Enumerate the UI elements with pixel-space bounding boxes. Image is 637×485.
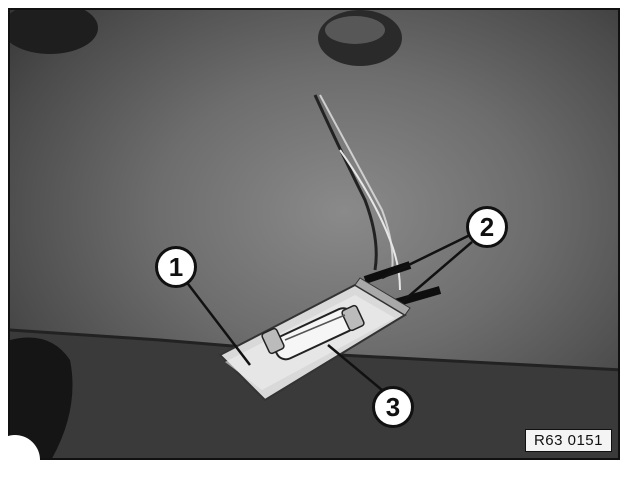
- top-left-bump: [10, 10, 98, 54]
- wire-a: [313, 94, 378, 271]
- callout-3-label: 3: [385, 391, 401, 422]
- leader-line-3: [327, 344, 383, 391]
- callout-1-label: 1: [168, 251, 184, 282]
- callout-3: 3: [372, 386, 414, 428]
- callout-1: 1: [155, 246, 197, 288]
- photo-figure: 1 2 3 R63 0151: [8, 8, 620, 460]
- reference-code: R63 0151: [524, 429, 612, 452]
- callout-2: 2: [466, 206, 508, 248]
- festoon-bulb: [261, 304, 365, 361]
- wire-b: [319, 94, 394, 273]
- callout-2-label: 2: [479, 211, 495, 242]
- dark-housing: [10, 337, 73, 458]
- leader-line-2b: [401, 241, 473, 303]
- leader-line-1: [184, 279, 251, 366]
- photo-scene: [10, 10, 618, 458]
- leader-line-2a: [381, 233, 471, 280]
